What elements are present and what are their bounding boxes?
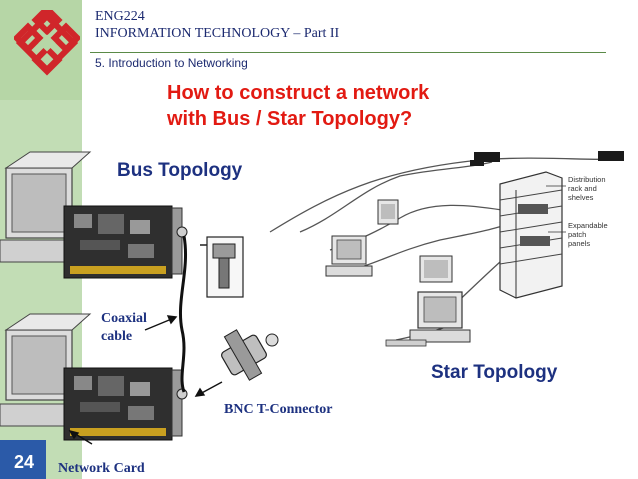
slide-title-line2: with Bus / Star Topology? [167,108,413,130]
course-header: ENG224 INFORMATION TECHNOLOGY – Part II [95,8,339,42]
bnc-connector-illustration [206,236,244,298]
callout-distribution-line3: shelves [568,193,594,202]
network-card-bottom [63,367,188,441]
page-number: 24 [14,452,35,472]
header-divider [90,52,606,53]
slide-title-line1: How to construct a network [167,82,430,104]
rack-callout-labels: Distribution rack and shelves Expandable… [568,175,608,248]
star-computer-front [385,291,471,347]
callout-distribution-line1: Distribution [568,175,606,184]
network-card-top [63,205,188,279]
callout-distribution-line2: rack and [568,184,597,193]
annotation-arrows [68,244,223,445]
callout-patch-line2: patch [568,230,586,239]
coaxial-label-line2: cable [101,329,133,344]
page-number-box [0,440,46,479]
bus-computer-top [0,151,92,263]
coaxial-label-line1: Coaxial [101,311,147,326]
callout-patch-line3: panels [568,239,590,248]
bnc-t-connector-illustration [221,329,279,381]
chapter-title: 5. Introduction to Networking [95,56,248,70]
course-title: INFORMATION TECHNOLOGY – Part II [95,26,340,41]
star-computer-right [419,255,453,283]
coaxial-cable [178,235,188,393]
slide-title: How to construct a network with Bus / St… [167,80,429,132]
network-card-label: Network Card [58,461,145,476]
bnc-connector-label: BNC T-Connector [224,402,333,417]
bus-computer-bottom [0,313,92,427]
star-topology-title: Star Topology [431,362,558,383]
distribution-rack [499,171,563,299]
bus-topology-title: Bus Topology [117,160,243,181]
coaxial-cable-label: Coaxial cable [101,310,147,346]
star-computer-left [325,235,373,277]
star-computer-mid [377,199,399,225]
callout-patch-line1: Expandable [568,221,608,230]
course-code: ENG224 [95,9,145,24]
university-logo-icon [14,10,80,76]
